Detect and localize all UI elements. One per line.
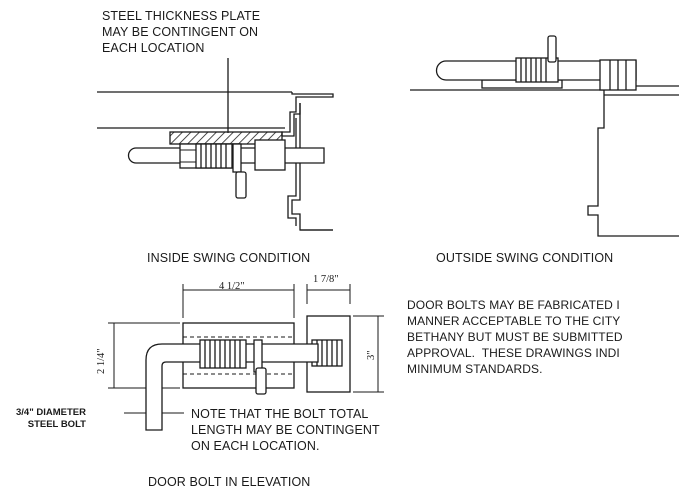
outside-bolt-handle [547,35,557,63]
steel-plate-note: STEEL THICKNESS PLATE MAY BE CONTINGENT … [102,9,261,55]
dim-width-side: 1 7/8" [313,274,339,285]
frame-profile-top [281,92,334,137]
bolt-handle-grip [235,171,247,199]
inside-swing-detail [97,58,334,231]
inside-swing-title: INSIDE SWING CONDITION [147,251,311,265]
frame-profile-outside [587,90,679,237]
outside-swing-detail [410,35,679,237]
bolt-length-note: NOTE THAT THE BOLT TOTAL LENGTH MAY BE C… [191,407,380,453]
fabrication-note: DOOR BOLTS MAY BE FABRICATED I MANNER AC… [407,298,623,376]
elevation-detail [108,284,384,431]
elevation-bolt-knurl [199,339,247,369]
diameter-note: 3/4" DIAMETER STEEL BOLT [16,407,86,430]
bolt-handle [232,143,242,173]
outside-swing-title: OUTSIDE SWING CONDITION [436,251,614,265]
strike-block [254,139,286,171]
elevation-title: DOOR BOLT IN ELEVATION [148,475,311,489]
elevation-handle-grip [255,367,267,395]
elevation-handle [253,339,263,373]
frame-profile-body [287,103,333,231]
dim-height-left: 2 1/4" [96,348,107,374]
dim-width-main: 4 1/2" [219,281,245,292]
dim-height-right: 3" [366,350,377,360]
